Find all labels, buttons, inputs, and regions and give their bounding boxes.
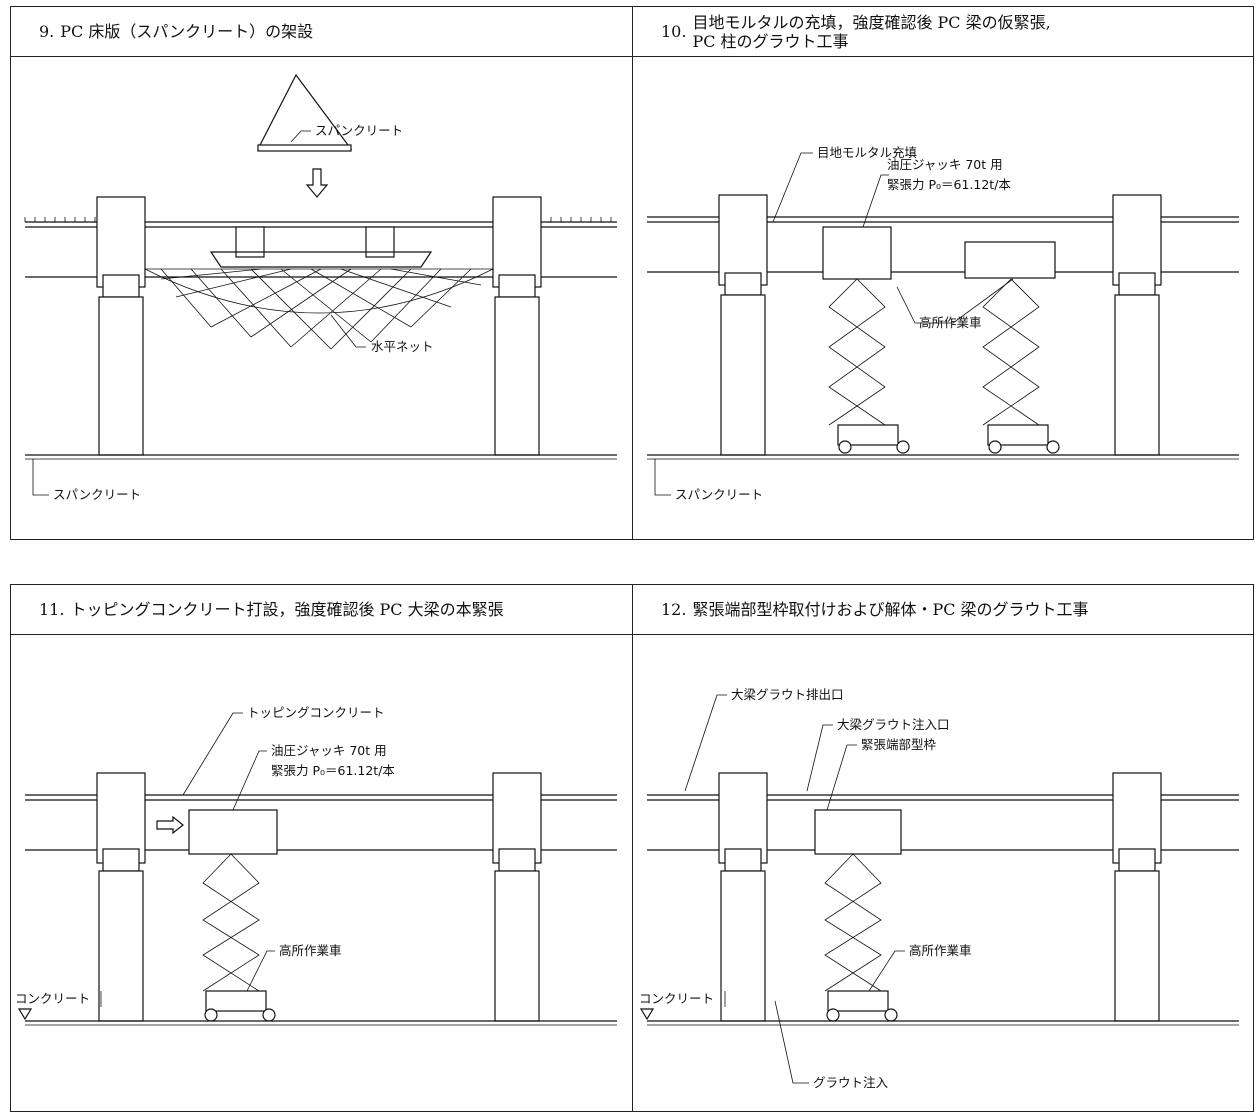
label-lift: 高所作業車 (279, 943, 342, 958)
label-inlet: 大梁グラウト注入口 (837, 717, 950, 732)
panel-12-title-text: 緊張端部型枠取付けおよび解体・PC 梁のグラウト工事 (692, 600, 1089, 619)
label-topping: トッピングコンクリート (247, 705, 385, 720)
panel-12-title: 12. 緊張端部型枠取付けおよび解体・PC 梁のグラウト工事 (633, 585, 1253, 635)
panel-11: 11. トッピングコンクリート打設，強度確認後 PC 大梁の本緊張 トッピングコ… (10, 584, 633, 1112)
panel-10-title: 10. 目地モルタルの充填，強度確認後 PC 梁の仮緊張, PC 柱のグラウト工… (633, 7, 1253, 57)
label-form: 緊張端部型枠 (861, 737, 937, 752)
panel-9-number: 9. (39, 22, 55, 41)
label-jack: 油圧ジャッキ 70t 用 (887, 157, 1003, 172)
label-ground: スパンクリート (675, 487, 763, 502)
panel-9: 9. PC 床版（スパンクリート）の架設 (10, 6, 633, 540)
label-ground: スパンクリート (53, 487, 141, 502)
panel-10-title-line2: PC 柱のグラウト工事 (692, 31, 849, 51)
panel-10: 10. 目地モルタルの充填，強度確認後 PC 梁の仮緊張, PC 柱のグラウト工… (632, 6, 1254, 540)
panel-11-title: 11. トッピングコンクリート打設，強度確認後 PC 大梁の本緊張 (11, 585, 632, 635)
panel-9-title: 9. PC 床版（スパンクリート）の架設 (11, 7, 632, 57)
panel-11-number: 11. (39, 600, 65, 619)
label-force: 緊張力 P₀＝61.12t/本 (271, 763, 395, 778)
label-force: 緊張力 P₀＝61.12t/本 (887, 177, 1011, 192)
panel-10-title-line1: 目地モルタルの充填，強度確認後 PC 梁の仮緊張, (692, 12, 1051, 32)
panel-9-title-text: PC 床版（スパンクリート）の架設 (60, 22, 314, 41)
label-net: 水平ネット (371, 339, 434, 354)
label-grout: グラウト注入 (813, 1075, 889, 1090)
label-lift: 高所作業車 (919, 315, 982, 330)
label-outlet: 大梁グラウト排出口 (731, 687, 844, 702)
panel-11-title-text: トッピングコンクリート打設，強度確認後 PC 大梁の本緊張 (70, 600, 504, 619)
label-slab: スパンクリート (315, 123, 403, 138)
panel-10-number: 10. (661, 22, 687, 41)
panel-12-drawing: 大梁グラウト排出口 大梁グラウト注入口 緊張端部型枠 高所作業車 コンクリート … (639, 687, 1239, 1090)
panel-12: 12. 緊張端部型枠取付けおよび解体・PC 梁のグラウト工事 大梁グラウト排出口… (632, 584, 1254, 1112)
label-concrete: コンクリート (639, 991, 714, 1006)
label-lift: 高所作業車 (909, 943, 972, 958)
panel-10-drawing: 目地モルタル充填 油圧ジャッキ 70t 用 緊張力 P₀＝61.12t/本 高所… (647, 145, 1239, 502)
panel-11-drawing: トッピングコンクリート 油圧ジャッキ 70t 用 緊張力 P₀＝61.12t/本… (15, 705, 617, 1026)
label-concrete: コンクリート (15, 991, 90, 1006)
label-mortar: 目地モルタル充填 (817, 145, 917, 160)
panel-12-number: 12. (661, 600, 687, 619)
panel-9-drawing: スパンクリート 水平ネット スパンクリート (24, 73, 617, 502)
label-jack: 油圧ジャッキ 70t 用 (271, 743, 387, 758)
